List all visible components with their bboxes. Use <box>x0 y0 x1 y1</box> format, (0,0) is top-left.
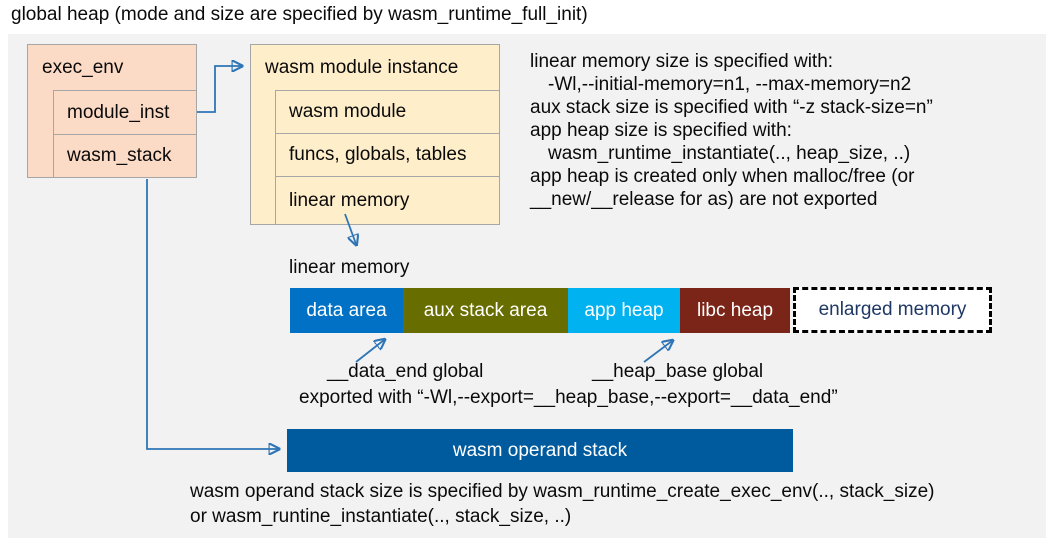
note-line: linear memory size is specified with: <box>530 51 834 72</box>
note-line: aux stack size is specified with “-z sta… <box>530 97 933 118</box>
note-line: or wasm_runtine_instantiate(.., stack_si… <box>190 506 572 527</box>
note-line: -Wl,--initial-memory=n1, --max-memory=n2 <box>548 74 912 95</box>
memory-segment-libc-heap: libc heap <box>680 288 790 333</box>
memory-segment-app-heap: app heap <box>568 288 680 333</box>
exec-env-field-wasm-stack: wasm_stack <box>53 134 197 178</box>
note-line: wasm operand stack size is specified by … <box>190 481 935 502</box>
wasm-operand-stack-box: wasm operand stack <box>287 429 793 472</box>
diagram-title: global heap (mode and size are specified… <box>11 4 588 25</box>
exec-env-label: exec_env <box>42 57 124 78</box>
note-line: wasm_runtime_instantiate(.., heap_size, … <box>548 143 911 164</box>
operand-stack-notes: wasm operand stack size is specified by … <box>190 479 935 529</box>
memory-segment-data-area: data area <box>290 288 403 333</box>
memory-segment-aux-stack-area: aux stack area <box>403 288 568 333</box>
linear-memory-label: linear memory <box>289 257 410 278</box>
module-instance-field-funcs-globals-tables: funcs, globals, tables <box>275 133 500 177</box>
module-instance-field-wasm-module: wasm module <box>275 90 500 134</box>
module-instance-field-linear-memory: linear memory <box>275 176 500 225</box>
exec-env-field-module-inst: module_inst <box>53 90 197 135</box>
data-end-global-label: __data_end global <box>327 361 484 382</box>
note-line: app heap is created only when malloc/fre… <box>530 166 915 187</box>
heap-base-global-label: __heap_base global <box>592 361 764 382</box>
memory-size-notes: linear memory size is specified with: -W… <box>530 50 933 211</box>
wasm-module-instance-label: wasm module instance <box>265 57 459 78</box>
note-line: __new/__release for as) are not exported <box>530 189 878 210</box>
note-line: app heap size is specified with: <box>530 120 792 141</box>
memory-segment-enlarged-memory: enlarged memory <box>793 287 992 333</box>
exported-flags-note: exported with “-Wl,--export=__heap_base,… <box>299 387 838 408</box>
